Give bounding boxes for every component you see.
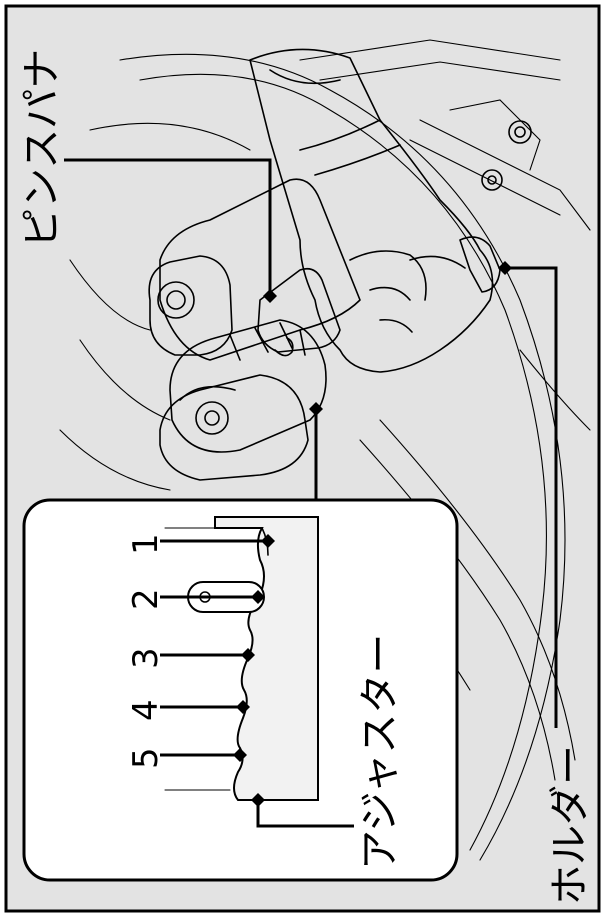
position-number-1: 1 xyxy=(126,533,166,555)
position-number-4: 4 xyxy=(126,699,166,721)
label-adjuster: アジャスター xyxy=(357,634,403,870)
label-holder: ホルダー xyxy=(547,745,593,905)
position-number-5: 5 xyxy=(126,747,166,769)
position-number-3: 3 xyxy=(126,647,166,669)
position-number-2: 2 xyxy=(126,588,166,610)
label-pin-spanner: ピンスパナ xyxy=(19,49,65,248)
